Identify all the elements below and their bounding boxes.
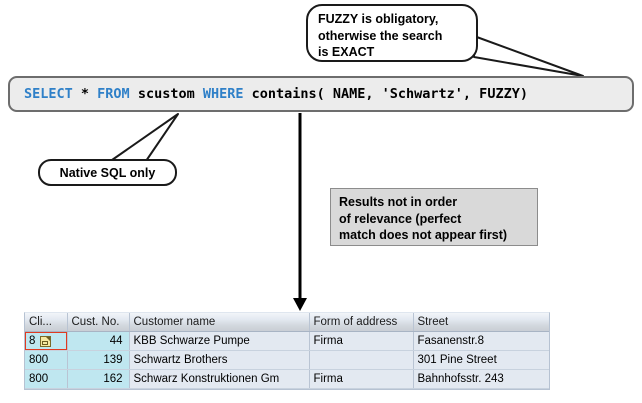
column-header-client[interactable]: Cli... bbox=[25, 313, 68, 332]
cell-client-value: 8 bbox=[29, 335, 36, 347]
flow-arrow-head bbox=[293, 298, 307, 311]
column-header-street[interactable]: Street bbox=[413, 313, 549, 332]
cell-form-of-address[interactable] bbox=[309, 350, 414, 370]
note-results-line1: Results not in order bbox=[339, 195, 458, 209]
callout-fuzzy: FUZZY is obligatory, otherwise the searc… bbox=[306, 4, 478, 62]
sql-keyword-from: FROM bbox=[97, 86, 130, 102]
note-results-line3: match does not appear first) bbox=[339, 228, 508, 242]
callout-fuzzy-line2: otherwise the search bbox=[318, 28, 443, 43]
column-header-form-of-address[interactable]: Form of address bbox=[309, 313, 414, 332]
note-results-order: Results not in order of relevance (perfe… bbox=[330, 188, 538, 246]
cell-cust-no[interactable]: 162 bbox=[67, 369, 130, 389]
fuzzy-callout-tail bbox=[473, 35, 584, 77]
cell-street[interactable]: Bahnhofsstr. 243 bbox=[413, 369, 549, 389]
column-header-cust-no[interactable]: Cust. No. bbox=[67, 313, 130, 332]
sql-predicate: contains( NAME, 'Schwartz', FUZZY) bbox=[243, 86, 528, 102]
cell-customer-name[interactable]: KBB Schwarze Pumpe bbox=[129, 331, 310, 351]
cell-cust-no[interactable]: 44 bbox=[67, 331, 130, 351]
table-row[interactable]: 800 139 Schwartz Brothers 301 Pine Stree… bbox=[25, 350, 549, 370]
cell-street[interactable]: Fasanenstr.8 bbox=[413, 331, 549, 351]
detail-popup-icon[interactable] bbox=[40, 335, 52, 347]
callout-native-sql: Native SQL only bbox=[38, 159, 177, 186]
cell-client[interactable]: 800 bbox=[25, 350, 68, 370]
note-results-line2: of relevance (perfect bbox=[339, 211, 462, 226]
table-header-row: Cli... Cust. No. Customer name Form of a… bbox=[25, 313, 549, 332]
cell-form-of-address[interactable]: Firma bbox=[309, 369, 414, 389]
results-grid[interactable]: Cli... Cust. No. Customer name Form of a… bbox=[24, 312, 550, 390]
native-callout-tail bbox=[111, 113, 179, 162]
results-table: Cli... Cust. No. Customer name Form of a… bbox=[25, 313, 549, 389]
cell-client[interactable]: 8 bbox=[25, 331, 68, 351]
cell-cust-no[interactable]: 139 bbox=[67, 350, 130, 370]
column-header-customer-name[interactable]: Customer name bbox=[129, 313, 310, 332]
cell-client-selection: 8 bbox=[25, 332, 66, 350]
callout-native-sql-label: Native SQL only bbox=[59, 165, 156, 180]
table-row[interactable]: 8 44 KBB Schwarze Pumpe Firma Fasanenstr… bbox=[25, 331, 549, 351]
sql-statement-box: SELECT * FROM scustom WHERE contains( NA… bbox=[8, 76, 634, 112]
sql-star: * bbox=[72, 86, 98, 102]
cell-form-of-address[interactable]: Firma bbox=[309, 331, 414, 351]
sql-keyword-where: WHERE bbox=[202, 86, 244, 102]
cell-street[interactable]: 301 Pine Street bbox=[413, 350, 549, 370]
cell-client[interactable]: 800 bbox=[25, 369, 68, 389]
cell-customer-name[interactable]: Schwarz Konstruktionen Gm bbox=[129, 369, 310, 389]
sql-table-name: scustom bbox=[129, 86, 203, 102]
callout-fuzzy-line1: FUZZY is obligatory, bbox=[318, 12, 439, 26]
cell-customer-name[interactable]: Schwartz Brothers bbox=[129, 350, 310, 370]
table-row[interactable]: 800 162 Schwarz Konstruktionen Gm Firma … bbox=[25, 369, 549, 389]
sql-keyword-select: SELECT bbox=[24, 86, 73, 102]
callout-fuzzy-line3: is EXACT bbox=[318, 45, 375, 59]
